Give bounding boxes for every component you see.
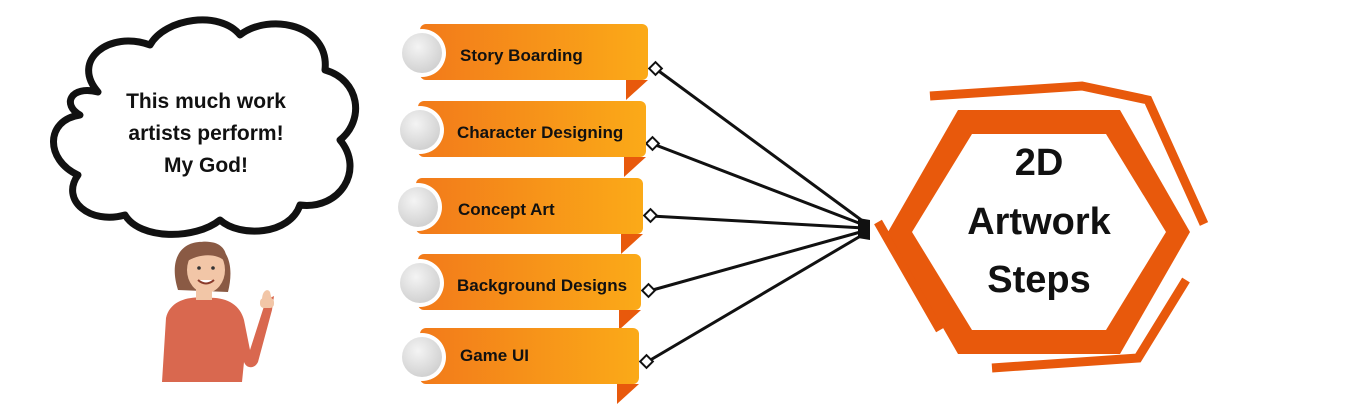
step-ribbon (418, 254, 641, 310)
hexagon-line-2: Artwork (967, 201, 1111, 243)
step-item: Background Designs (396, 254, 641, 330)
connector-hub (858, 218, 870, 240)
step-fold (621, 234, 643, 254)
connectors (638, 60, 870, 370)
bubble-line-1: This much work (126, 90, 286, 113)
step-item: Concept Art (394, 178, 643, 254)
step-ribbon (416, 178, 643, 234)
hexagon-line-1: 2D (1015, 142, 1064, 184)
step-ribbon (420, 328, 639, 384)
connector-3 (650, 214, 865, 230)
bubble-line-3: My God! (164, 154, 248, 177)
step-fold (624, 157, 646, 177)
step-ribbon (418, 101, 646, 157)
connector-2 (652, 142, 865, 227)
connector-cap-4 (640, 282, 657, 299)
step-label: Story Boarding (460, 46, 583, 65)
connector-1 (655, 67, 865, 224)
step-fold (617, 384, 639, 404)
person-illustration (162, 241, 274, 382)
step-label: Character Designing (457, 123, 623, 142)
connector-5 (646, 232, 865, 364)
connector-cap-1 (647, 60, 664, 77)
bubble-line-2: artists perform! (128, 122, 283, 145)
cloud-shape (50, 16, 359, 238)
hexagon-outer-bottom (874, 219, 1190, 373)
step-label: Concept Art (458, 200, 555, 219)
hexagon-inner (912, 134, 1166, 330)
connector-cap-3 (642, 207, 659, 224)
hexagon-title: 2D Artwork Steps (874, 81, 1209, 373)
step-item: Story Boarding (398, 24, 648, 100)
step-ribbon (420, 24, 648, 80)
connector-cap-2 (644, 135, 661, 152)
hexagon-line-3: Steps (987, 259, 1090, 301)
step-item: Character Designing (396, 101, 646, 177)
step-label: Game UI (460, 346, 529, 365)
connector-4 (648, 229, 865, 293)
hexagon-outer-top (929, 81, 1209, 226)
step-item: Game UI (398, 328, 639, 404)
step-label: Background Designs (457, 276, 627, 295)
step-fold (619, 310, 641, 330)
step-fold (626, 80, 648, 100)
speech-bubble: This much work artists perform! My God! (50, 16, 359, 238)
connector-cap-5 (638, 353, 655, 370)
step-list: Story Boarding Character Designing Conce… (394, 24, 648, 404)
